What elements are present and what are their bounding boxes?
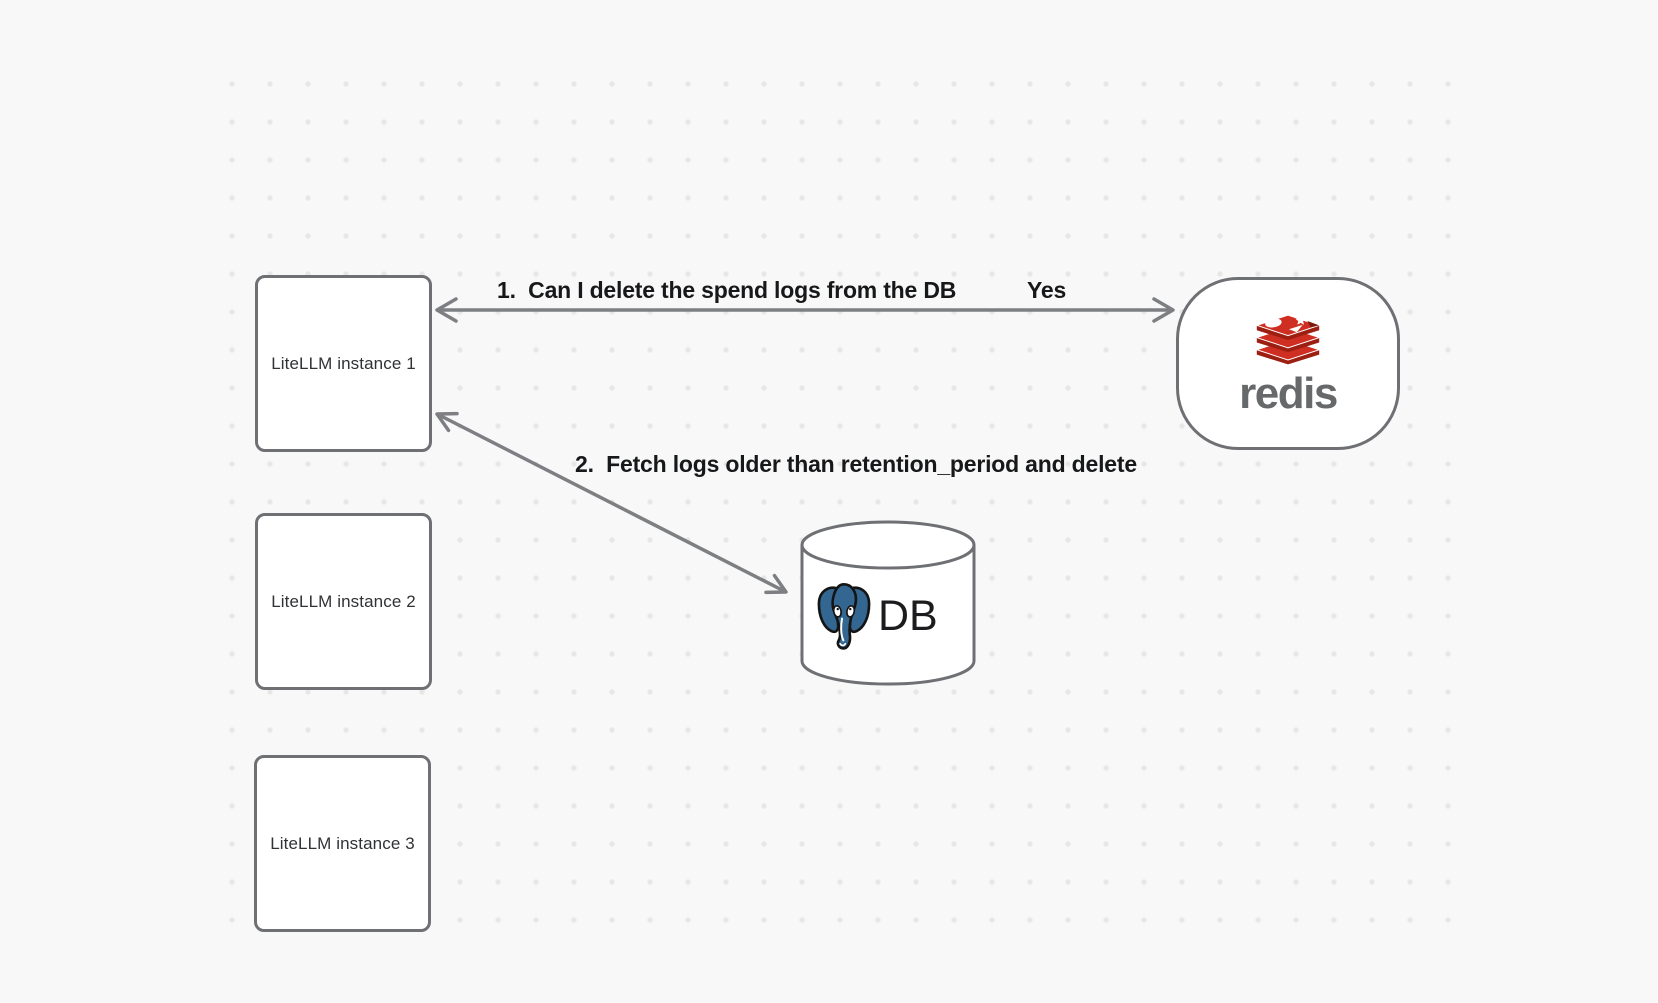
litellm-instance-2-label: LiteLLM instance 2 [271, 591, 416, 611]
edge1-question-label: 1. Can I delete the spend logs from the … [497, 277, 957, 303]
db-node[interactable]: DB [799, 519, 977, 687]
redis-instance1-arrow[interactable] [435, 297, 1175, 323]
edge2-label: 2. Fetch logs older than retention_perio… [575, 451, 1137, 477]
arrow-shaft [438, 413, 786, 593]
redis-node[interactable]: redis [1176, 277, 1400, 450]
litellm-instance-3-label: LiteLLM instance 3 [270, 833, 415, 853]
redis-wordmark: redis [1239, 368, 1338, 418]
arrowhead-left-icon [435, 297, 458, 323]
edge1-answer-label: Yes [1027, 277, 1067, 303]
arrowhead-upper-icon [435, 411, 459, 433]
litellm-instance-1-node[interactable]: LiteLLM instance 1 [255, 275, 432, 452]
litellm-instance-1-label: LiteLLM instance 1 [271, 353, 416, 373]
litellm-instance-3-node[interactable]: LiteLLM instance 3 [254, 755, 431, 932]
instance1-db-arrow[interactable] [435, 411, 788, 595]
postgresql-elephant-icon [817, 582, 871, 650]
arrowhead-right-icon [1152, 297, 1175, 323]
arrowhead-lower-icon [764, 573, 788, 595]
db-label: DB [878, 591, 938, 640]
litellm-instance-2-node[interactable]: LiteLLM instance 2 [255, 513, 432, 690]
redis-logo-icon [1255, 314, 1321, 364]
